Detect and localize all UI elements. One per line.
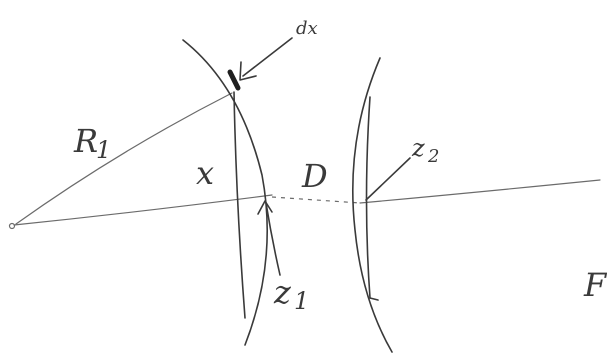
z1-arrowhead [257, 200, 273, 215]
svg-text:z: z [273, 273, 292, 311]
dx-arrow [242, 37, 293, 77]
lens-2-chord-bottom [369, 297, 379, 301]
z2-label: z 2 [411, 134, 439, 167]
svg-text:2: 2 [427, 146, 439, 167]
svg-text:R: R [73, 122, 98, 160]
lens-2-surface [351, 57, 393, 353]
svg-text:z: z [411, 134, 425, 162]
z2-pointer [365, 157, 411, 201]
f-label: F [583, 266, 607, 304]
svg-text:1: 1 [294, 287, 309, 315]
dx-label: dx [296, 18, 318, 39]
dx-segment [227, 69, 241, 91]
z1-arrow [265, 202, 281, 276]
z1-label: z 1 [273, 273, 309, 315]
lens-1-surface [182, 39, 268, 346]
d-label: D [301, 157, 328, 195]
svg-text:1: 1 [96, 136, 111, 164]
r1-label: R 1 [73, 122, 111, 164]
dx-arrowhead [239, 61, 257, 81]
origin-point [8, 222, 16, 230]
optical-axis-left [13, 194, 273, 226]
optical-axis-right [359, 179, 601, 204]
x-label: x [196, 154, 214, 192]
radius-line-r1 [15, 92, 233, 225]
lens-1-chord [233, 91, 246, 319]
optical-axis-gap [271, 196, 361, 204]
